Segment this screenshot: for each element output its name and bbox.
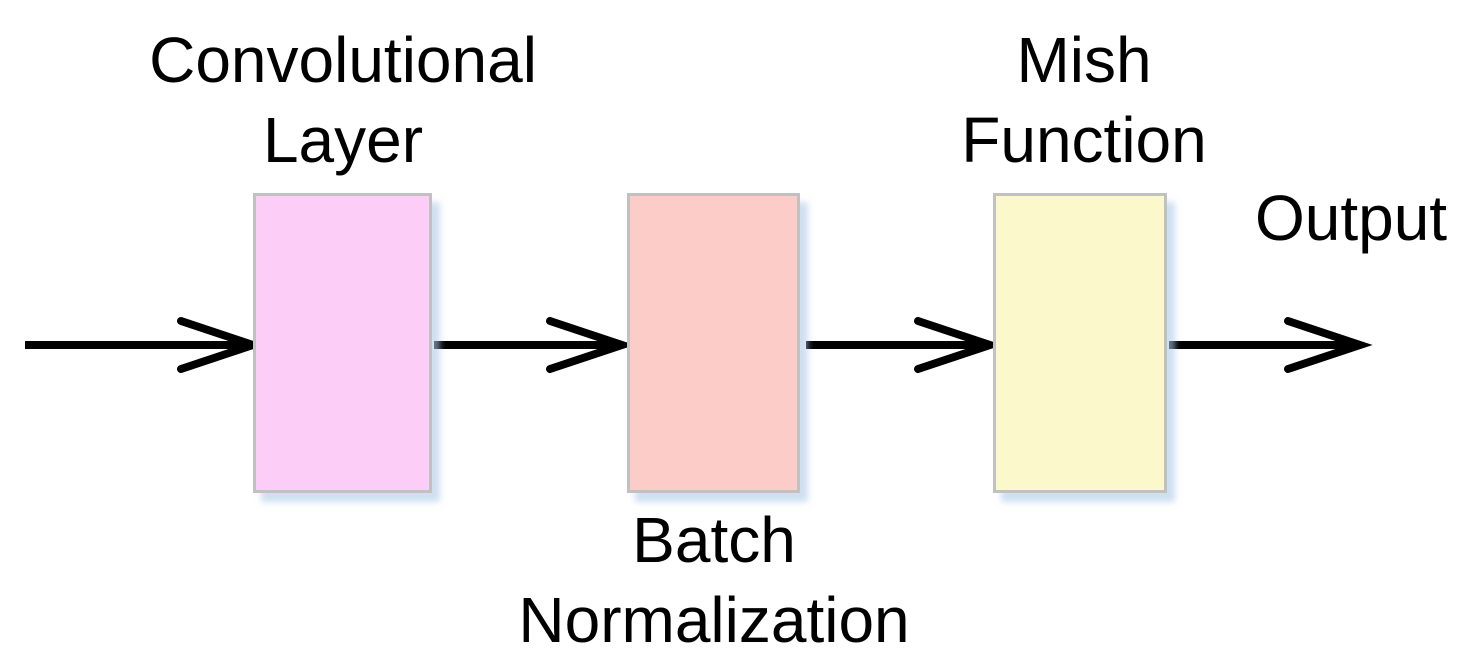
batch-norm-label: Batch Normalization <box>518 504 910 656</box>
conv-to-bn-arrow <box>434 317 635 373</box>
batch-norm-box <box>627 193 800 493</box>
conv-layer-label: Convolutional Layer <box>149 24 537 176</box>
mish-function-box <box>993 193 1167 493</box>
mish-function-label: Mish Function <box>961 24 1207 176</box>
bn-to-mish-arrow <box>806 317 1003 373</box>
conv-layer-box <box>253 193 432 493</box>
output-arrow <box>1169 317 1373 373</box>
input-arrow <box>25 317 266 373</box>
output-label: Output <box>1254 182 1448 254</box>
